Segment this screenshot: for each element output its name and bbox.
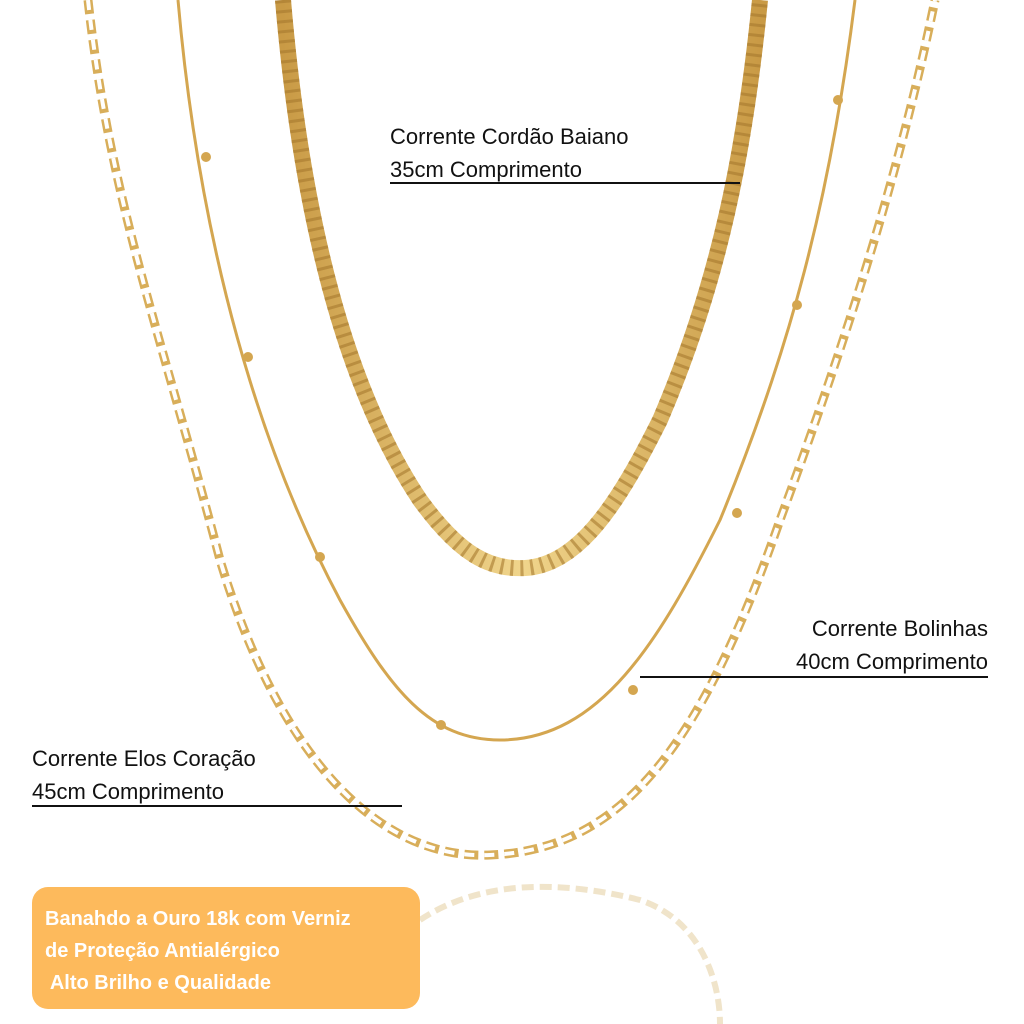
ball-chain-length: 40cm Comprimento — [796, 649, 988, 674]
badge-line-1: Banahdo a Ouro 18k com Verniz — [45, 908, 351, 930]
quality-badge: Banahdo a Ouro 18k com Verniz de Proteçã… — [32, 887, 420, 1009]
heart-chain-length: 45cm Comprimento — [32, 779, 224, 804]
badge-line-2: de Proteção Antialérgico — [45, 940, 280, 962]
ball-beads — [201, 95, 843, 730]
rope-chain — [275, 0, 768, 577]
rope-chain-name: Corrente Cordão Baiano — [390, 124, 629, 149]
heart-label-pointer-line — [32, 805, 402, 807]
heart-chain-name: Corrente Elos Coração — [32, 746, 256, 771]
ball-label-pointer-line — [640, 676, 988, 678]
heart-chain-label: Corrente Elos Coração 45cm Comprimento — [32, 742, 256, 808]
rope-chain-length: 35cm Comprimento — [390, 157, 582, 182]
ball-chain-name: Corrente Bolinhas — [811, 616, 988, 641]
rope-label-pointer-line — [390, 182, 740, 184]
rope-chain-label: Corrente Cordão Baiano 35cm Comprimento — [390, 120, 628, 186]
badge-line-3: Alto Brilho e Qualidade — [45, 972, 271, 994]
ball-chain-label: Corrente Bolinhas 40cm Comprimento — [796, 612, 988, 678]
ball-chain — [176, 0, 857, 742]
chain-reflection — [418, 883, 723, 1024]
